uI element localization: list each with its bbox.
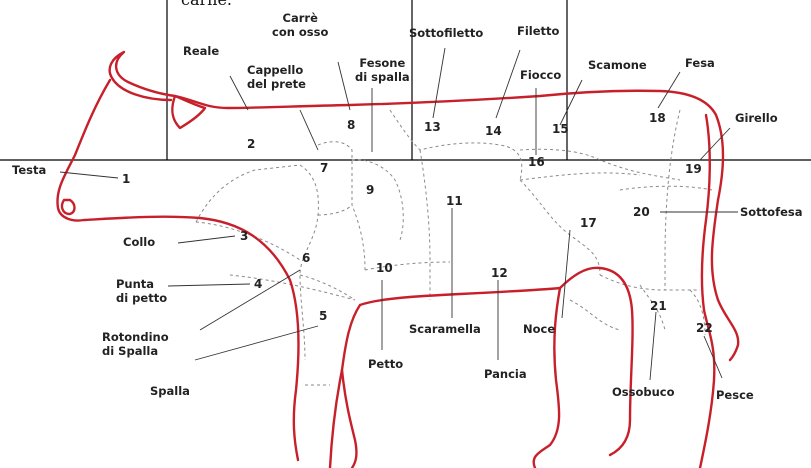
cut-label-cappello-del-prete: Cappello del prete <box>247 63 306 91</box>
label-line: Fesone <box>355 56 410 70</box>
cut-number: 2 <box>247 137 255 151</box>
cut-label-reale: Reale <box>183 44 219 58</box>
cut-number: 7 <box>320 161 328 175</box>
cut-label-noce: Noce <box>523 322 555 336</box>
cut-label-scamone: Scamone <box>588 58 647 72</box>
cut-label-filetto: Filetto <box>517 24 559 38</box>
cut-number: 10 <box>376 261 393 275</box>
cut-number: 18 <box>649 111 666 125</box>
cut-label-petto: Petto <box>368 357 403 371</box>
cut-number: 20 <box>633 205 650 219</box>
cut-label-fesa: Fesa <box>685 56 715 70</box>
cut-number: 22 <box>696 321 713 335</box>
cut-label-pesce: Pesce <box>716 388 754 402</box>
cut-number: 9 <box>366 183 374 197</box>
cut-number: 8 <box>347 118 355 132</box>
top-caption: carne. <box>181 0 232 9</box>
cut-number: 21 <box>650 299 667 313</box>
cut-number: 16 <box>528 155 545 169</box>
cut-lines <box>196 110 712 385</box>
cut-number: 5 <box>319 309 327 323</box>
label-line: Punta <box>116 277 167 291</box>
label-line: Rotondino <box>102 330 169 344</box>
label-line: del prete <box>247 77 306 91</box>
label-line: con osso <box>272 25 328 39</box>
cut-number: 14 <box>485 124 502 138</box>
cut-number: 4 <box>254 277 262 291</box>
cut-label-fesone-di-spalla: Fesone di spalla <box>355 56 410 84</box>
cut-number: 13 <box>424 120 441 134</box>
label-line: di petto <box>116 291 167 305</box>
cut-label-sottofiletto: Sottofiletto <box>409 26 483 40</box>
cut-label-girello: Girello <box>735 111 778 125</box>
cut-label-punta-di-petto: Punta di petto <box>116 277 167 305</box>
cut-label-collo: Collo <box>123 235 155 249</box>
cut-label-ossobuco: Ossobuco <box>612 385 675 399</box>
cut-label-fiocco: Fiocco <box>520 68 561 82</box>
cut-number: 1 <box>122 172 130 186</box>
label-line: di spalla <box>355 70 410 84</box>
cut-number: 3 <box>240 229 248 243</box>
cut-number: 6 <box>302 251 310 265</box>
label-line: Carrè <box>272 11 328 25</box>
animal-outline <box>57 52 738 468</box>
cut-number: 11 <box>446 194 463 208</box>
cut-number: 19 <box>685 162 702 176</box>
cut-label-spalla: Spalla <box>150 384 190 398</box>
cut-label-carre-con-osso: Carrè con osso <box>272 11 328 39</box>
cut-label-scaramella: Scaramella <box>409 322 481 336</box>
cut-number: 12 <box>491 266 508 280</box>
label-line: di Spalla <box>102 344 169 358</box>
cut-label-testa: Testa <box>12 163 46 177</box>
label-line: Cappello <box>247 63 306 77</box>
cut-number: 17 <box>580 216 597 230</box>
cut-label-pancia: Pancia <box>484 367 527 381</box>
cut-label-rotondino: Rotondino di Spalla <box>102 330 169 358</box>
cut-number: 15 <box>552 122 569 136</box>
cut-label-sottofesa: Sottofesa <box>740 205 803 219</box>
